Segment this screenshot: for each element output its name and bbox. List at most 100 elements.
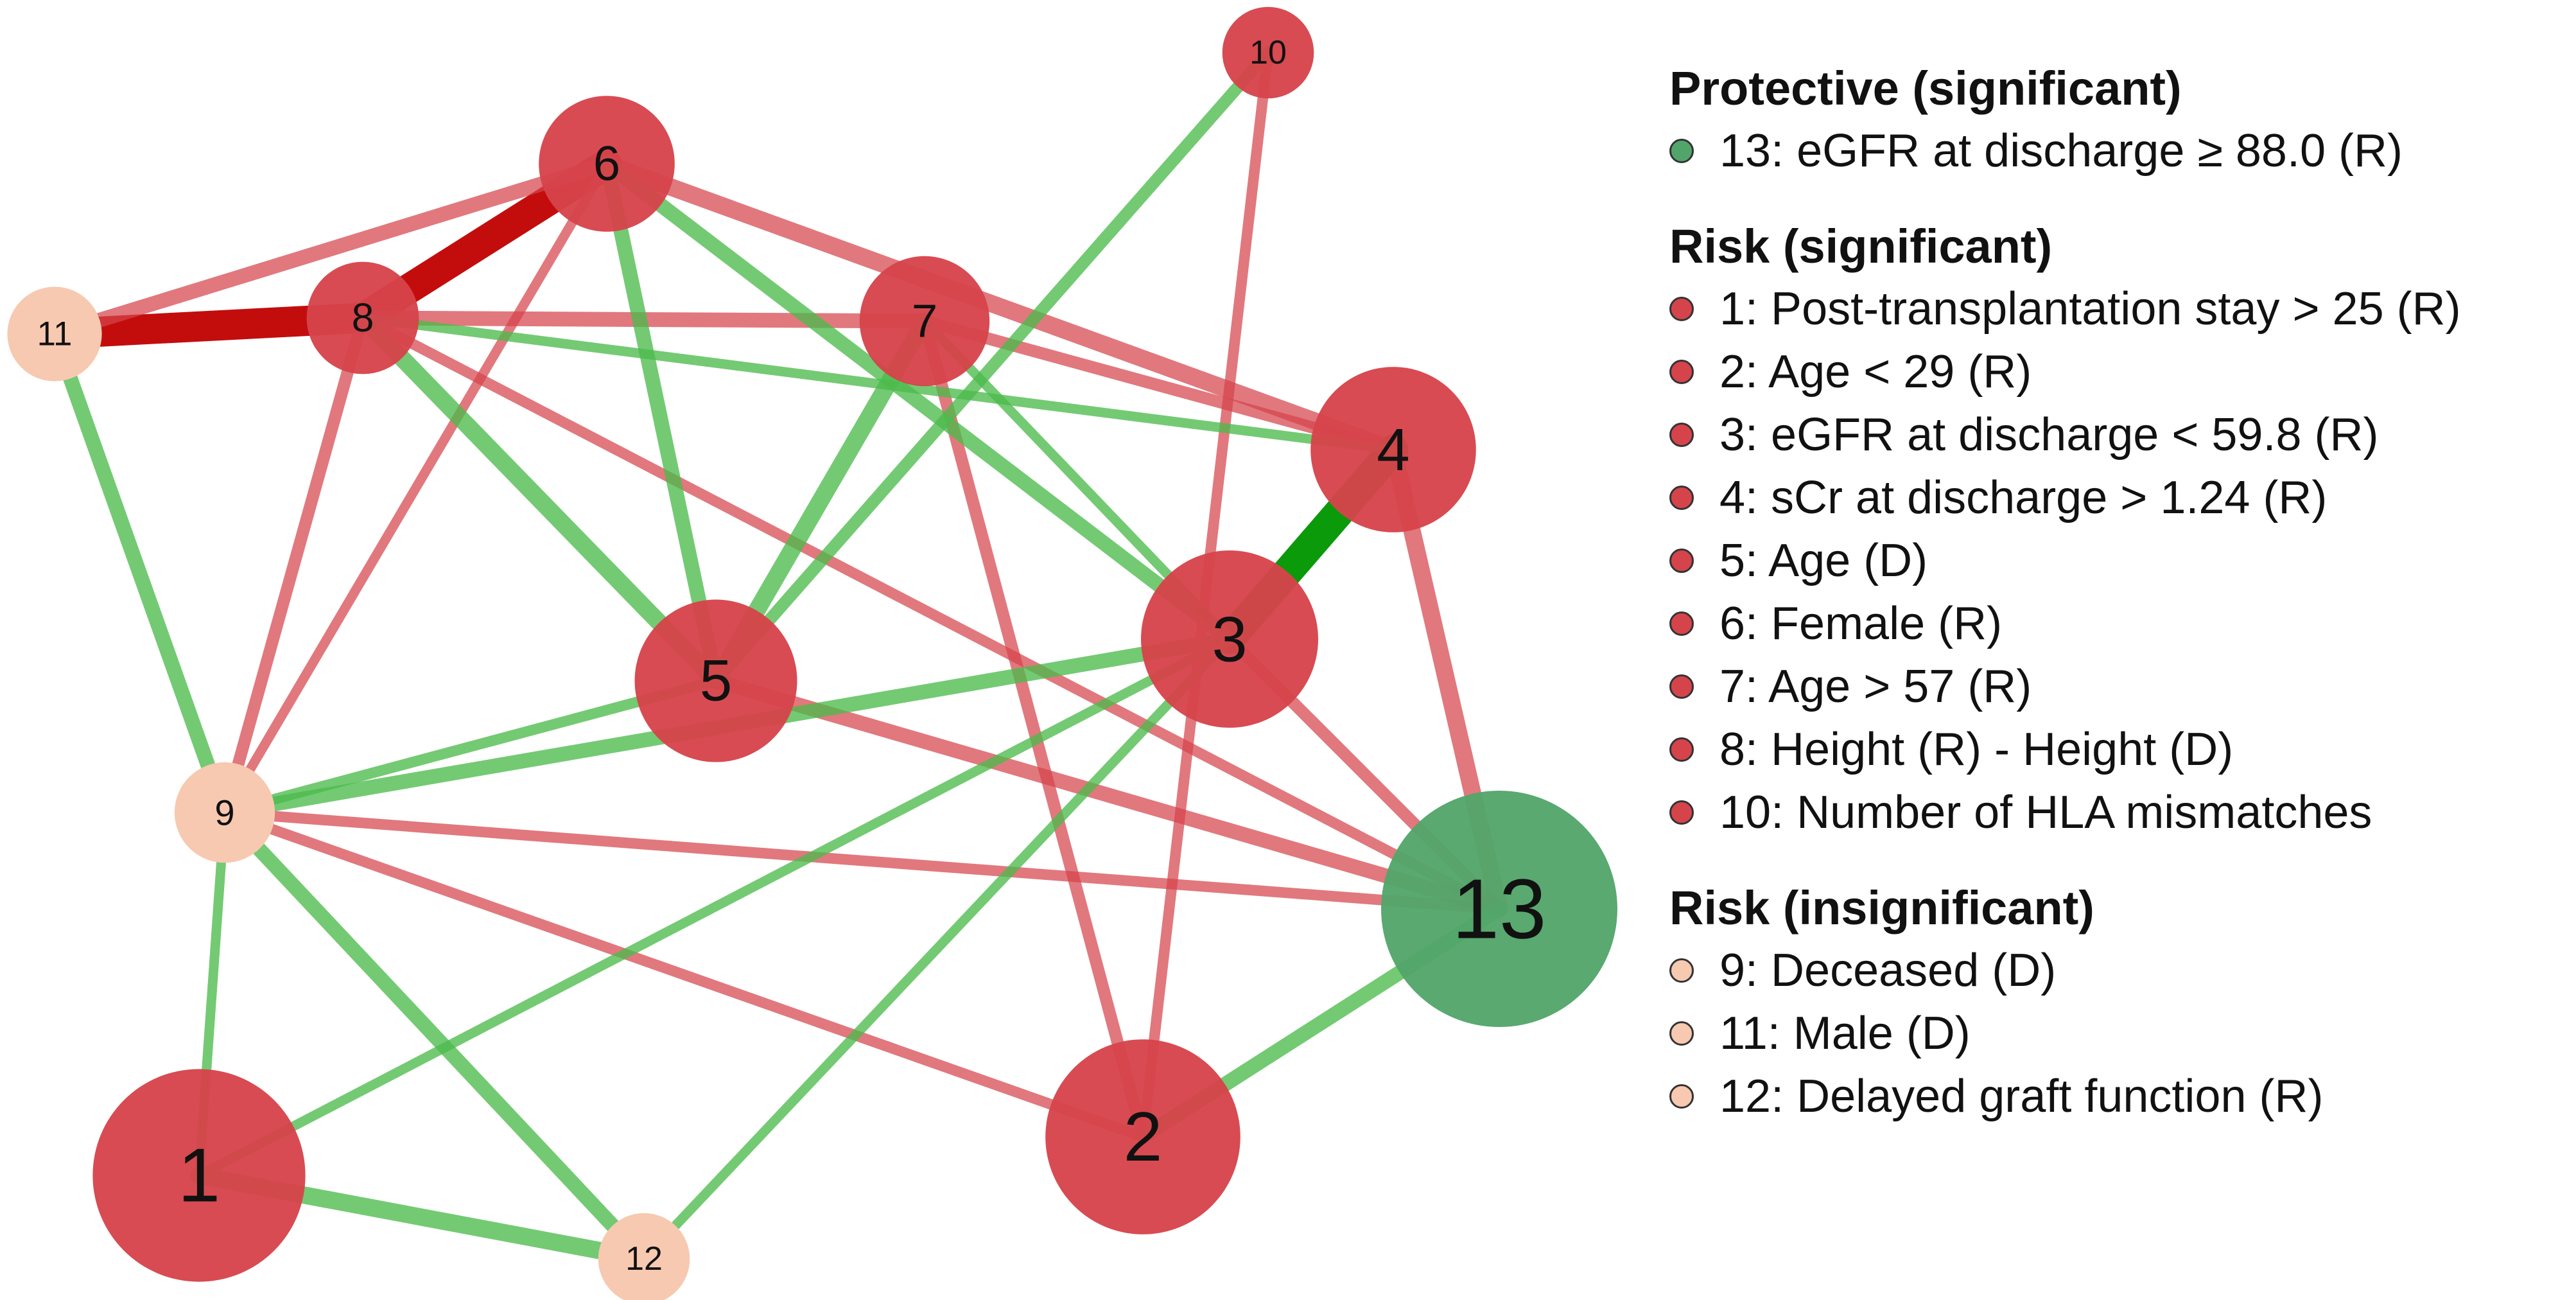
legend-dot-icon <box>1669 486 1694 510</box>
node-11: 11 <box>7 286 102 382</box>
node-5: 5 <box>634 599 797 762</box>
node-13: 13 <box>1381 791 1617 1027</box>
node-circle-11 <box>7 286 102 382</box>
edge-8-5 <box>354 309 725 690</box>
node-label-10: 10 <box>1249 34 1287 71</box>
node-circle-13 <box>1381 791 1617 1027</box>
edge-8-9 <box>218 312 369 819</box>
edge-9-2 <box>219 807 1149 1143</box>
legend-dot-icon <box>1669 423 1694 447</box>
legend-dot-icon <box>1669 958 1694 983</box>
legend-item-label: 10: Number of HLA mismatches <box>1719 787 2372 838</box>
legend-item-label: 5: Age (D) <box>1719 535 1928 586</box>
legend-item-label: 12: Delayed graft function (R) <box>1719 1071 2324 1122</box>
node-label-8: 8 <box>352 295 374 340</box>
node-10: 10 <box>1222 6 1314 99</box>
node-label-11: 11 <box>37 315 73 353</box>
legend-group-protective: Protective (significant) 13: eGFR at disc… <box>1669 58 2568 182</box>
node-circle-4 <box>1310 367 1476 532</box>
node-label-9: 9 <box>214 793 234 833</box>
node-circle-10 <box>1222 6 1314 99</box>
legend-item-label: 1: Post-transplantation stay > 25 (R) <box>1719 283 2461 335</box>
legend-item-label: 6: Female (R) <box>1719 598 2003 649</box>
legend-item-label: 4: sCr at discharge > 1.24 (R) <box>1719 472 2328 523</box>
node-circle-1 <box>92 1069 306 1282</box>
legend-dot-icon <box>1669 139 1694 163</box>
node-label-6: 6 <box>593 137 620 191</box>
node-circle-12 <box>598 1213 690 1300</box>
edge-8-13 <box>357 312 1505 915</box>
node-label-5: 5 <box>700 649 732 714</box>
legend-item: 12: Delayed graft function (R) <box>1669 1065 2568 1128</box>
node-label-2: 2 <box>1124 1098 1163 1176</box>
edge-6-4 <box>598 155 1402 459</box>
legend-dot-icon <box>1669 360 1694 384</box>
node-3: 3 <box>1141 550 1318 728</box>
edge-5-13 <box>708 673 1507 917</box>
legend-item-label: 13: eGFR at discharge ≥ 88.0 (R) <box>1719 125 2403 177</box>
legend-item: 13: eGFR at discharge ≥ 88.0 (R) <box>1669 119 2568 182</box>
node-circle-7 <box>859 256 990 387</box>
node-circle-9 <box>174 762 275 863</box>
legend-dot-icon <box>1669 1084 1694 1109</box>
legend-item: 5: Age (D) <box>1669 529 2568 592</box>
node-label-4: 4 <box>1377 416 1409 483</box>
legend-item-label: 8: Height (R) - Height (D) <box>1719 724 2234 775</box>
legend-item: 4: sCr at discharge > 1.24 (R) <box>1669 466 2568 529</box>
node-label-13: 13 <box>1452 862 1547 956</box>
node-circle-5 <box>634 599 797 762</box>
edge-11-6 <box>47 156 614 342</box>
node-8: 8 <box>306 261 419 374</box>
legend-dot-icon <box>1669 800 1694 825</box>
node-1: 1 <box>92 1069 306 1282</box>
edge-6-9 <box>220 159 612 818</box>
edge-6-5 <box>599 156 724 689</box>
node-label-7: 7 <box>912 295 937 347</box>
node-circle-8 <box>306 261 419 374</box>
edge-8-4 <box>358 313 1398 455</box>
node-label-12: 12 <box>625 1240 663 1278</box>
node-4: 4 <box>1310 367 1476 532</box>
legend-item: 10: Number of HLA mismatches <box>1669 781 2568 844</box>
edge-6-3 <box>599 156 1237 647</box>
legend-item: 8: Height (R) - Height (D) <box>1669 718 2568 781</box>
node-circle-6 <box>539 96 675 232</box>
legend-dot-icon <box>1669 297 1694 321</box>
legend-item: 7: Age > 57 (R) <box>1669 655 2568 718</box>
legend-item: 3: eGFR at discharge < 59.8 (R) <box>1669 403 2568 466</box>
edge-7-2 <box>918 315 1149 1143</box>
node-2: 2 <box>1045 1039 1240 1234</box>
legend-item-label: 11: Male (D) <box>1719 1008 1971 1059</box>
legend-group-title: Risk (insignificant) <box>1669 881 2094 935</box>
legend-dot-icon <box>1669 1021 1694 1046</box>
legend-dot-icon <box>1669 737 1694 762</box>
legend-group-title: Risk (significant) <box>1669 220 2053 273</box>
edge-9-12 <box>217 805 652 1267</box>
legend-group-insignificant: Risk (insignificant) 9: Deceased (D) 11: M… <box>1669 877 2568 1128</box>
legend: Protective (significant) 13: eGFR at disc… <box>1669 58 2568 1161</box>
legend-item-label: 7: Age > 57 (R) <box>1719 661 2032 712</box>
legend-dot-icon <box>1669 549 1694 573</box>
node-circle-3 <box>1141 550 1318 728</box>
node-12: 12 <box>598 1213 690 1300</box>
edge-11-9 <box>47 326 232 820</box>
edge-12-3 <box>639 634 1235 1264</box>
legend-item: 9: Deceased (D) <box>1669 939 2568 1002</box>
node-label-3: 3 <box>1212 604 1247 675</box>
legend-item: 11: Male (D) <box>1669 1002 2568 1065</box>
edge-10-5 <box>709 46 1275 687</box>
node-circle-2 <box>1045 1039 1240 1234</box>
node-9: 9 <box>174 762 275 863</box>
node-label-1: 1 <box>178 1133 220 1218</box>
legend-item: 1: Post-transplantation stay > 25 (R) <box>1669 277 2568 340</box>
edge-9-5 <box>219 675 722 818</box>
legend-group-title: Protective (significant) <box>1669 62 2182 115</box>
legend-item-label: 9: Deceased (D) <box>1719 945 2057 996</box>
legend-dot-icon <box>1669 611 1694 636</box>
node-7: 7 <box>859 256 990 387</box>
edge-1-3 <box>194 634 1235 1181</box>
legend-item: 6: Female (R) <box>1669 592 2568 655</box>
legend-dot-icon <box>1669 674 1694 699</box>
